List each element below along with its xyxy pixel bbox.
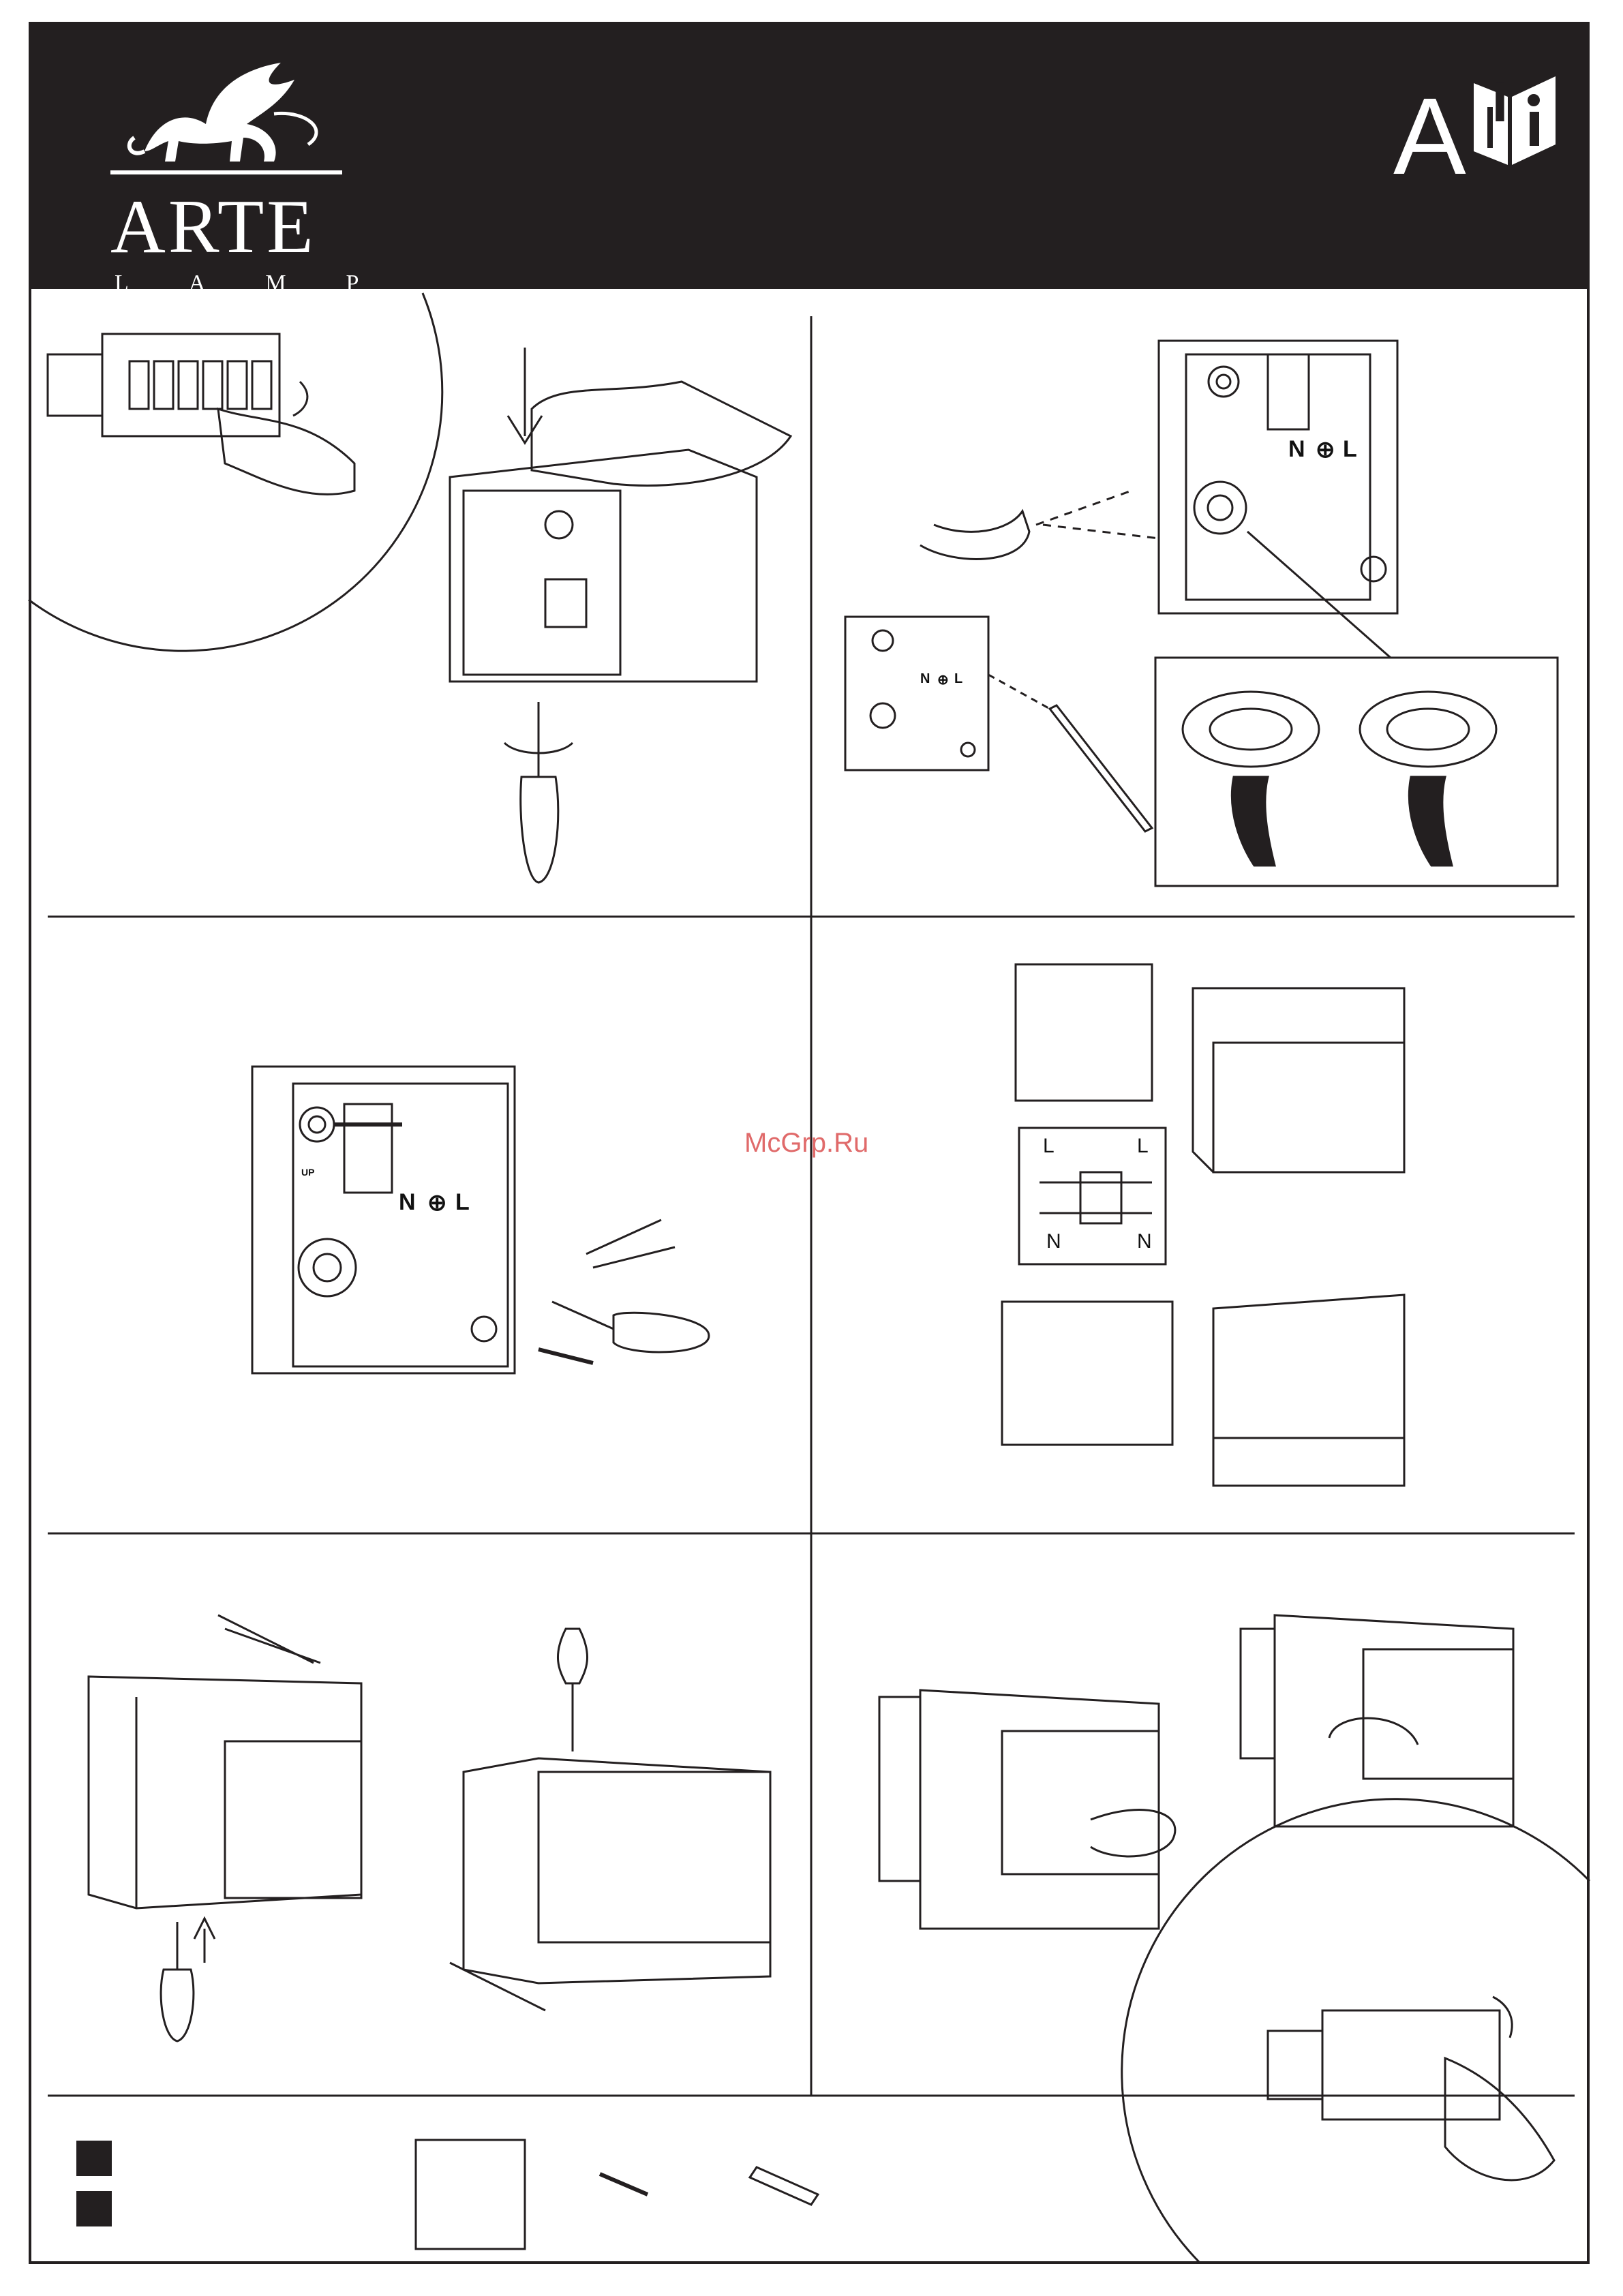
- terminal-label-mount-earth: ⊕: [427, 1189, 447, 1216]
- terminal-label-mount-n: N: [399, 1189, 416, 1216]
- cube-lamp-4: [464, 1758, 770, 1983]
- part-dowel: [750, 2167, 818, 2205]
- terminal-label-earth: ⊕: [1316, 436, 1335, 463]
- screwdriver-handle-1: [521, 777, 558, 883]
- wiring-label-n-right: N: [1137, 1230, 1152, 1253]
- cube-lamp-6: [1275, 1615, 1513, 1826]
- breaker-on-circle: [1122, 1799, 1590, 2263]
- legend-marker-2: [76, 2191, 112, 2226]
- terminal-label-mount-l: L: [455, 1189, 470, 1216]
- part-screw: [600, 2174, 648, 2194]
- watermark: McGrp.Ru: [744, 1128, 868, 1159]
- terminal-label-n: N: [1288, 436, 1305, 463]
- terminal-label-small-earth: ⊕: [937, 671, 949, 688]
- terminal-label-small-l: L: [954, 671, 962, 687]
- terminal-label-small-n: N: [920, 671, 930, 687]
- part-cube: [416, 2140, 525, 2249]
- breaker-switches: [130, 361, 271, 409]
- wiring-label-l-left: L: [1043, 1135, 1055, 1158]
- screwdriver-handle-5b: [558, 1629, 587, 1683]
- backplate-mounting: [252, 1067, 515, 1373]
- grommet-detail-box: [1155, 658, 1558, 886]
- backplate-small: [845, 617, 988, 770]
- screwdriver-handle-5a: [161, 1970, 194, 2041]
- cube-lamp-1: [1193, 988, 1404, 1172]
- pencil: [1050, 705, 1152, 831]
- info-glyph: i: [1491, 66, 1508, 136]
- wiring-label-l-right: L: [1137, 1135, 1149, 1158]
- legend-marker-1: [76, 2141, 112, 2176]
- wiring-label-n-left: N: [1046, 1230, 1061, 1253]
- cube-lamp-2: [1213, 1295, 1404, 1486]
- up-label: UP: [301, 1167, 314, 1178]
- screw-bottom: [539, 1349, 593, 1363]
- cube-lamp-5: [920, 1690, 1159, 1929]
- terminal-label-l: L: [1343, 436, 1357, 463]
- breaker-detail-circle: [29, 293, 442, 651]
- screwdriver-handle-3: [613, 1313, 709, 1352]
